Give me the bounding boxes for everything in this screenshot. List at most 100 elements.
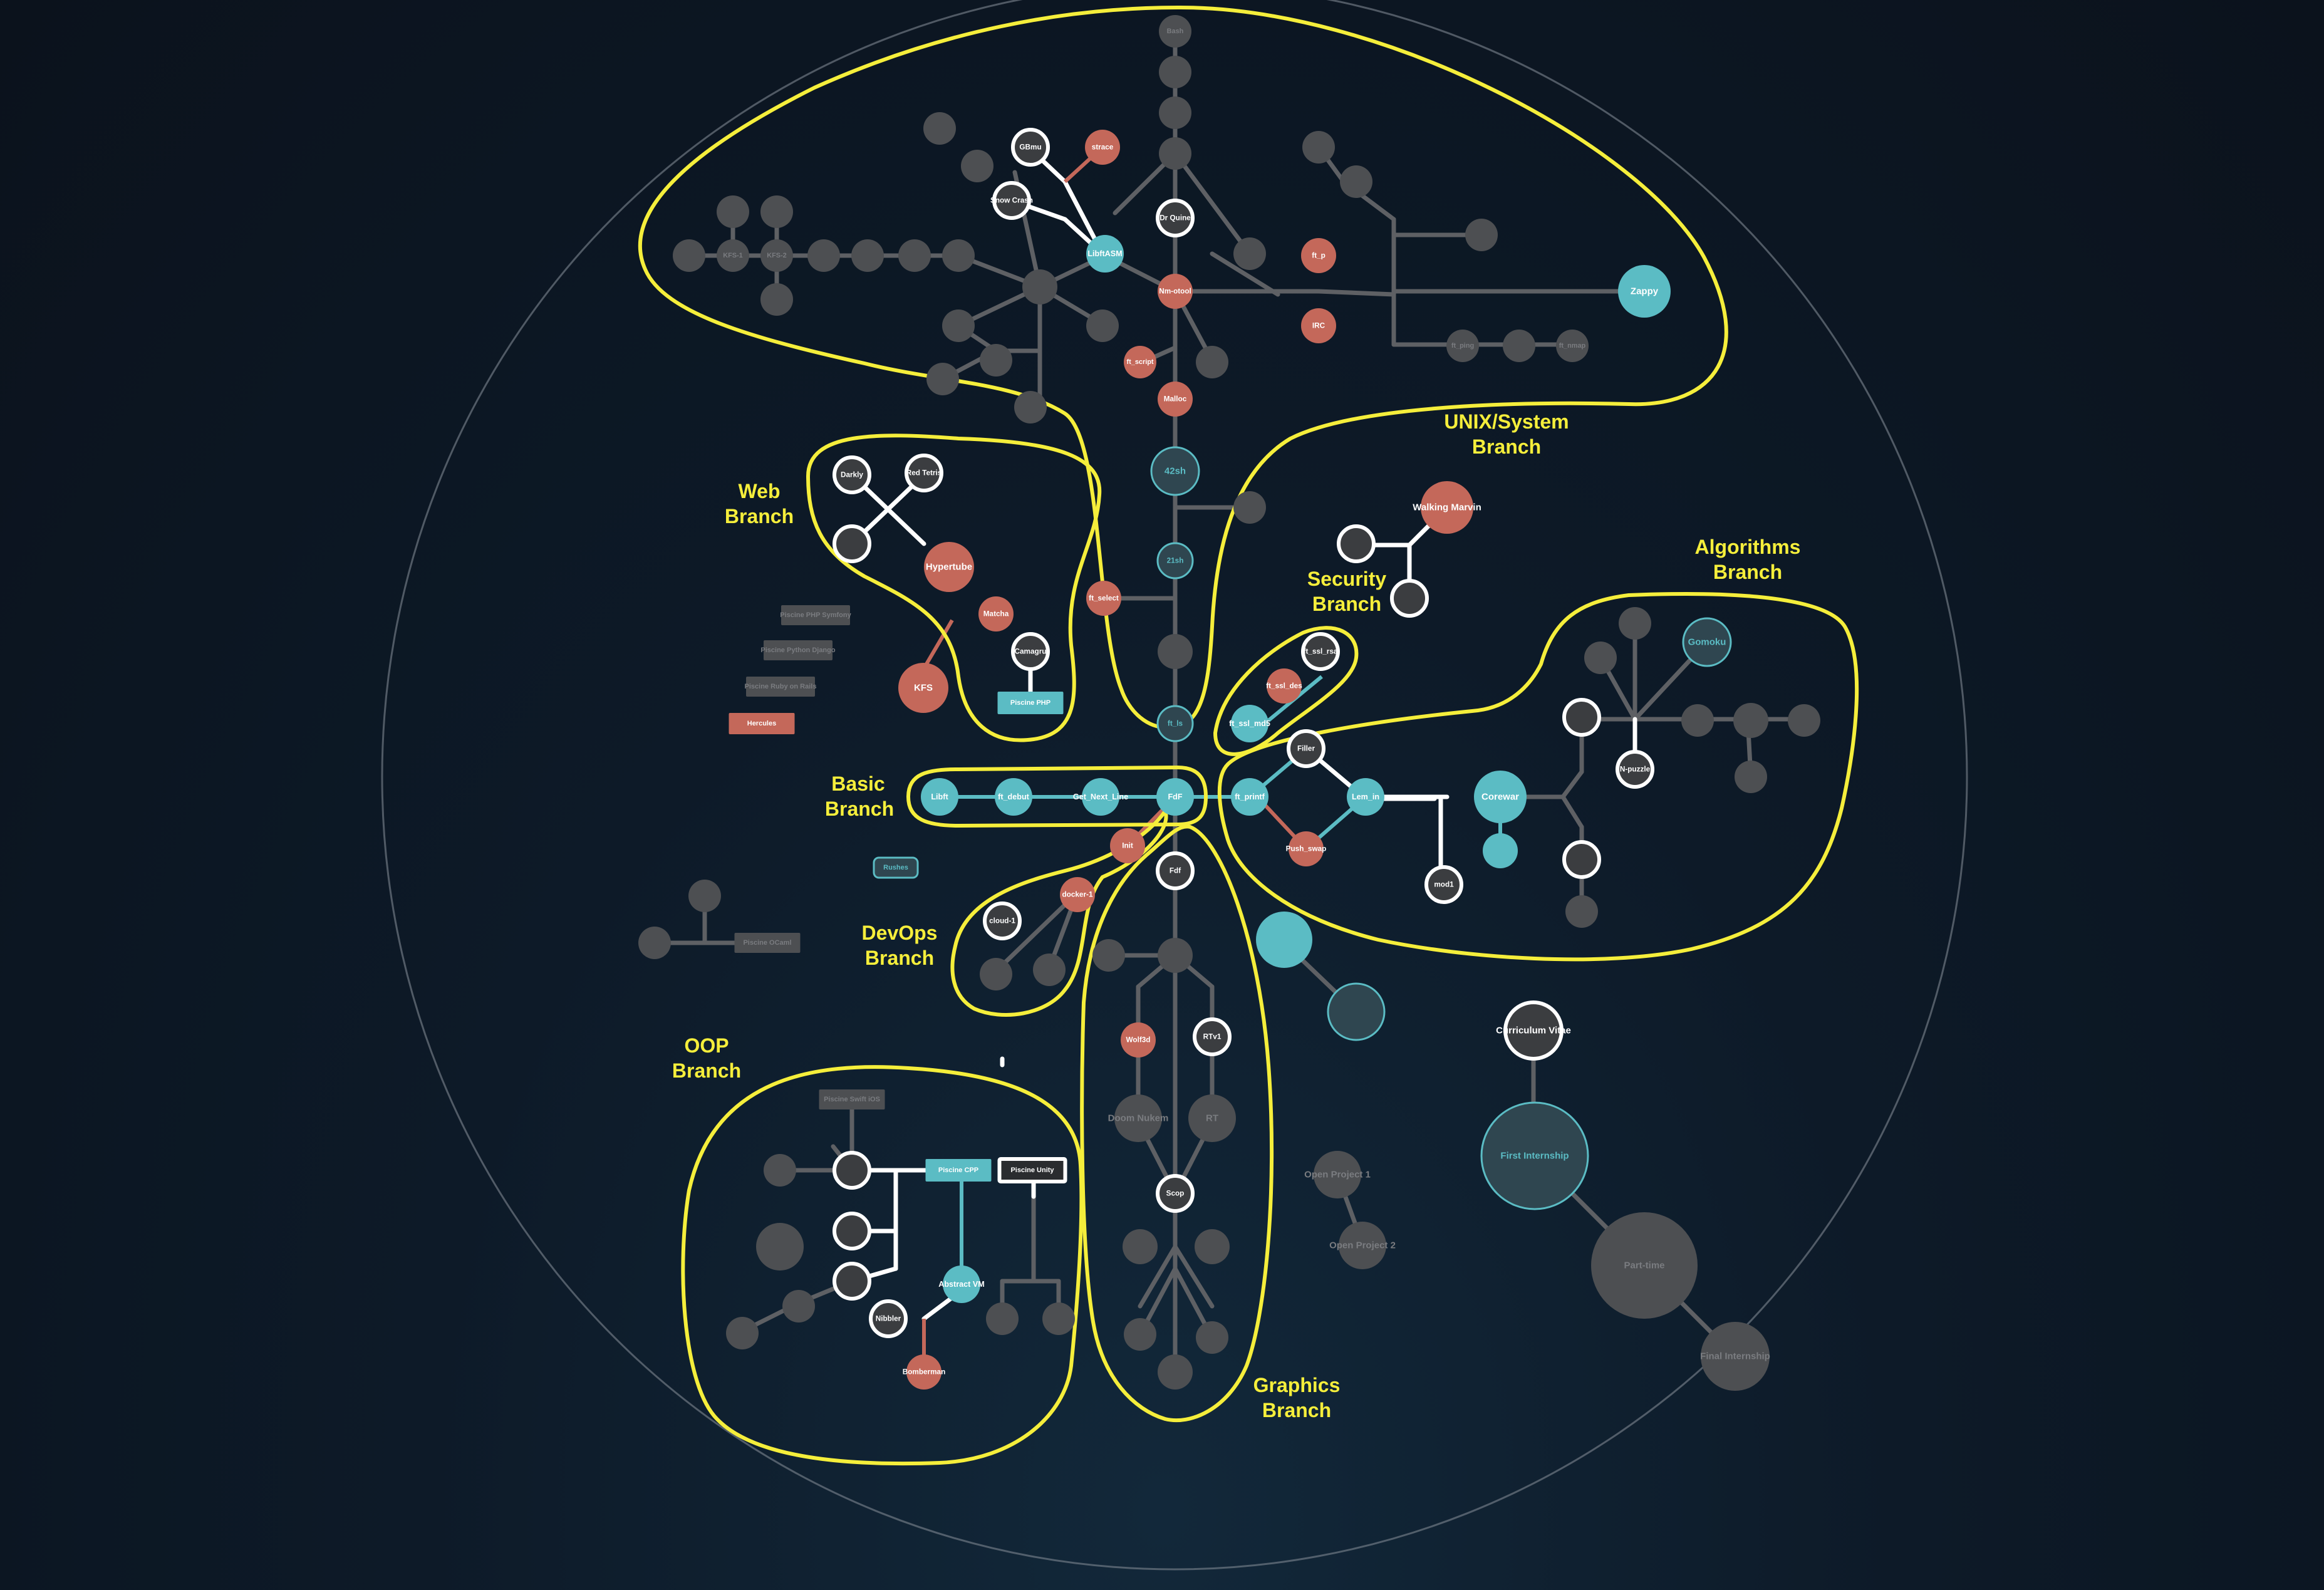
node-unlabeled-106[interactable] (1256, 912, 1312, 968)
node-strace[interactable]: strace (1085, 130, 1120, 165)
node-fdf[interactable]: FdF (1156, 778, 1194, 816)
node-darkly[interactable]: Darkly (833, 455, 871, 494)
node-unlabeled-48[interactable] (942, 239, 975, 272)
node-unlabeled-51[interactable] (833, 524, 871, 563)
node-unlabeled-80[interactable] (1733, 703, 1768, 738)
node-unlabeled-28[interactable] (1014, 391, 1047, 423)
node-curriculum-vitae[interactable]: Curriculum Vitae (1496, 1000, 1571, 1061)
node-unlabeled-84[interactable] (1565, 895, 1598, 928)
node-unlabeled-43[interactable] (760, 195, 793, 228)
node-unlabeled-25[interactable] (980, 344, 1012, 377)
node-unlabeled-47[interactable] (898, 239, 931, 272)
node-camagru[interactable]: Camagru (1011, 632, 1050, 671)
node-unlabeled-13[interactable] (1158, 634, 1193, 669)
node-unlabeled-74[interactable] (1562, 698, 1601, 737)
node-libftasm[interactable]: LibftASM (1086, 235, 1124, 273)
node-unlabeled-77[interactable] (1619, 607, 1651, 640)
node-open-project-1[interactable]: Open Project 1 (1304, 1151, 1371, 1198)
node-unlabeled-95[interactable] (1158, 938, 1193, 973)
node-init[interactable]: Init (1110, 828, 1145, 863)
node-matcha[interactable]: Matcha (978, 596, 1014, 631)
node-gomoku[interactable]: Gomoku (1682, 617, 1732, 667)
node-unlabeled-82[interactable] (1735, 761, 1767, 793)
node-piscine-ruby-on-rails[interactable]: Piscine Ruby on Rails (745, 677, 817, 697)
node-rushes[interactable]: Rushes (873, 856, 919, 879)
node-piscine-python-django[interactable]: Piscine Python Django (760, 640, 836, 660)
node-hercules[interactable]: Hercules (729, 713, 795, 734)
node-ft-nmap[interactable]: ft_nmap (1556, 330, 1589, 362)
node-unlabeled-32[interactable] (1302, 131, 1335, 164)
node-unlabeled-21[interactable] (923, 112, 956, 145)
node-bsq[interactable]: Bash (1159, 15, 1191, 48)
node-zappy[interactable]: Zappy (1618, 265, 1671, 318)
node-unlabeled-1[interactable] (1159, 56, 1191, 88)
node-snow-crash[interactable]: Snow Crash (990, 181, 1033, 220)
node-unlabeled-66[interactable] (1390, 579, 1429, 618)
node-open-project-2[interactable]: Open Project 2 (1329, 1222, 1396, 1269)
node-unlabeled-78[interactable] (1584, 642, 1617, 674)
node-unlabeled-122[interactable] (1042, 1302, 1075, 1335)
node-corewar[interactable]: Corewar (1474, 771, 1527, 823)
node-unlabeled-93[interactable] (1033, 953, 1066, 986)
node-unlabeled-72[interactable] (1483, 833, 1518, 868)
node-rt[interactable]: RT (1188, 1094, 1236, 1142)
node-libft[interactable]: Libft (921, 778, 958, 816)
node-42sh[interactable]: 42sh (1150, 446, 1200, 496)
node-unlabeled-110[interactable] (833, 1151, 871, 1190)
node-abstract-vm[interactable]: Abstract VM (938, 1265, 985, 1303)
node-rtv1[interactable]: RTv1 (1193, 1017, 1232, 1056)
node-scop[interactable]: Scop (1156, 1174, 1195, 1213)
node-bomberman[interactable]: Bomberman (903, 1354, 946, 1390)
node-unlabeled-42[interactable] (717, 195, 749, 228)
node-unlabeled-26[interactable] (926, 363, 959, 395)
node-ft-script[interactable]: ft_script (1124, 346, 1156, 378)
node-unlabeled-64[interactable] (1337, 524, 1376, 563)
node-walking-marvin[interactable]: Walking Marvin (1413, 481, 1481, 534)
node-unlabeled-10[interactable] (1233, 491, 1266, 524)
node-unlabeled-81[interactable] (1788, 704, 1820, 737)
node-gbmu[interactable]: GBmu (1011, 128, 1050, 167)
node-piscine-unity[interactable]: Piscine Unity (997, 1157, 1067, 1183)
node-unlabeled-115[interactable] (833, 1262, 871, 1301)
node-ft-ssl-md5[interactable]: ft_ssl_md5 (1229, 705, 1270, 742)
node-kfs-1[interactable]: KFS-1 (717, 239, 749, 272)
node-wolf3d[interactable]: Wolf3d (1121, 1022, 1156, 1057)
node-hypertube[interactable]: Hypertube (924, 542, 974, 592)
node-unlabeled-123[interactable] (688, 880, 721, 912)
node-21sh[interactable]: 21sh (1156, 542, 1194, 579)
node-piscine-ocaml[interactable]: Piscine OCaml (734, 933, 801, 953)
node-unlabeled-102[interactable] (1195, 1229, 1230, 1264)
node-unlabeled-103[interactable] (1124, 1318, 1156, 1351)
node-mod1[interactable]: mod1 (1424, 865, 1463, 904)
node-unlabeled-34[interactable] (1465, 219, 1498, 251)
node-docker[interactable]: docker-1 (1060, 877, 1095, 912)
node-push-swap[interactable]: Push_swap (1286, 831, 1327, 866)
node-unlabeled-38[interactable] (1503, 330, 1535, 362)
node-unlabeled-124[interactable] (638, 927, 671, 959)
node-unlabeled-119[interactable] (782, 1290, 815, 1322)
node-unlabeled-83[interactable] (1562, 840, 1601, 879)
node-unlabeled-114[interactable] (756, 1223, 804, 1270)
node-unlabeled-33[interactable] (1340, 165, 1372, 198)
node-piscine-php-symfony[interactable]: Piscine PHP Symfony (780, 605, 852, 625)
node-get-next-line[interactable]: Get_Next_Line (1073, 778, 1128, 816)
node-part-time[interactable]: Part-time (1591, 1212, 1698, 1319)
node-piscine-swift-ios[interactable]: Piscine Swift iOS (819, 1089, 885, 1109)
node-kfs-2[interactable]: KFS-2 (760, 239, 793, 272)
node-ft-printf[interactable]: ft_printf (1231, 778, 1268, 816)
node-unlabeled-105[interactable] (1158, 1354, 1193, 1390)
node-ft-debut[interactable]: ft_debut (995, 778, 1032, 816)
node-unlabeled-120[interactable] (726, 1317, 759, 1349)
node-unlabeled-92[interactable] (980, 958, 1012, 990)
node-unlabeled-24[interactable] (942, 309, 975, 342)
node-final-internship[interactable]: Final Internship (1700, 1322, 1770, 1391)
node-first-internship[interactable]: First Internship (1480, 1101, 1589, 1210)
node-filler[interactable]: Filler (1287, 729, 1325, 768)
node-unlabeled-3[interactable] (1159, 137, 1191, 170)
node-dr-quine[interactable]: Dr Quine (1156, 199, 1195, 237)
node-unlabeled-39[interactable] (673, 239, 705, 272)
node-unlabeled-7[interactable] (1196, 346, 1228, 378)
node-unlabeled-121[interactable] (986, 1302, 1019, 1335)
node-unlabeled-94[interactable] (1092, 939, 1125, 972)
node-fdf2[interactable]: Fdf (1156, 851, 1195, 890)
